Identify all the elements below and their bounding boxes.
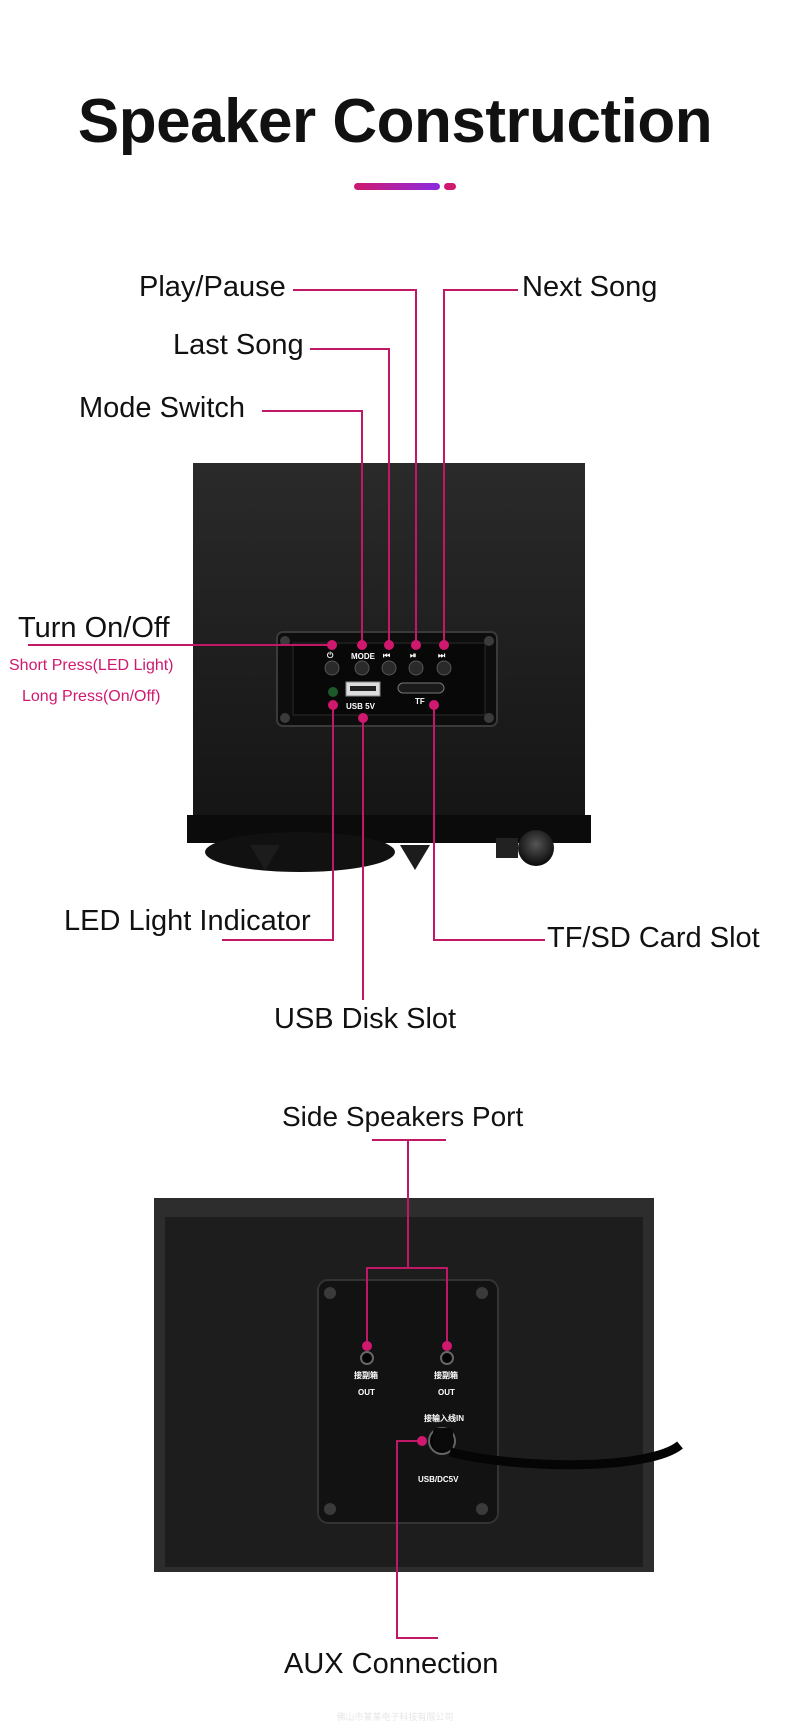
tf-slot-marking: TF xyxy=(415,697,425,706)
back-leader-dots xyxy=(362,1341,452,1446)
left-port-marking: 接副箱 xyxy=(354,1371,378,1380)
watermark: 佛山市某某电子科技有限公司 xyxy=(336,1712,454,1722)
mode-button-marking: MODE xyxy=(351,652,375,661)
title-underline xyxy=(354,183,440,190)
label-tf-slot: TF/SD Card Slot xyxy=(547,922,760,954)
right-port-marking: 接副箱 xyxy=(434,1371,458,1380)
label-turn-on-off: Turn On/Off xyxy=(18,612,170,644)
label-aux-connection: AUX Connection xyxy=(284,1648,499,1680)
usb-port-marking: USB 5V xyxy=(346,702,375,711)
left-out-marking: OUT xyxy=(358,1388,375,1397)
play-button-symbol: ⏯ xyxy=(410,651,417,660)
label-next-song: Next Song xyxy=(522,271,658,303)
title-underline-dot xyxy=(444,183,456,190)
back-leader-lines xyxy=(366,1139,448,1639)
label-side-speakers-port: Side Speakers Port xyxy=(282,1101,524,1132)
input-marking: 接输入线IN xyxy=(424,1414,464,1423)
label-usb-slot: USB Disk Slot xyxy=(274,1003,457,1035)
label-mode-switch: Mode Switch xyxy=(79,392,246,424)
next-button-symbol: ⏭ xyxy=(438,651,446,660)
power-marking: USB/DC5V xyxy=(418,1475,459,1484)
front-control-panel xyxy=(276,631,498,727)
power-button-symbol: ⏻ xyxy=(327,651,334,660)
label-short-press: Short Press(LED Light) xyxy=(9,657,174,674)
label-play-pause: Play/Pause xyxy=(139,271,286,303)
label-long-press: Long Press(On/Off) xyxy=(22,688,161,705)
prev-button-symbol: ⏮ xyxy=(383,651,391,660)
front-leader-dots xyxy=(327,640,449,723)
label-last-song: Last Song xyxy=(173,329,304,361)
back-speaker-box xyxy=(154,1198,683,1572)
label-led-indicator: LED Light Indicator xyxy=(64,905,311,937)
front-leader-lines xyxy=(28,289,545,1000)
right-out-marking: OUT xyxy=(438,1388,455,1397)
page-title: Speaker Construction xyxy=(77,87,713,156)
